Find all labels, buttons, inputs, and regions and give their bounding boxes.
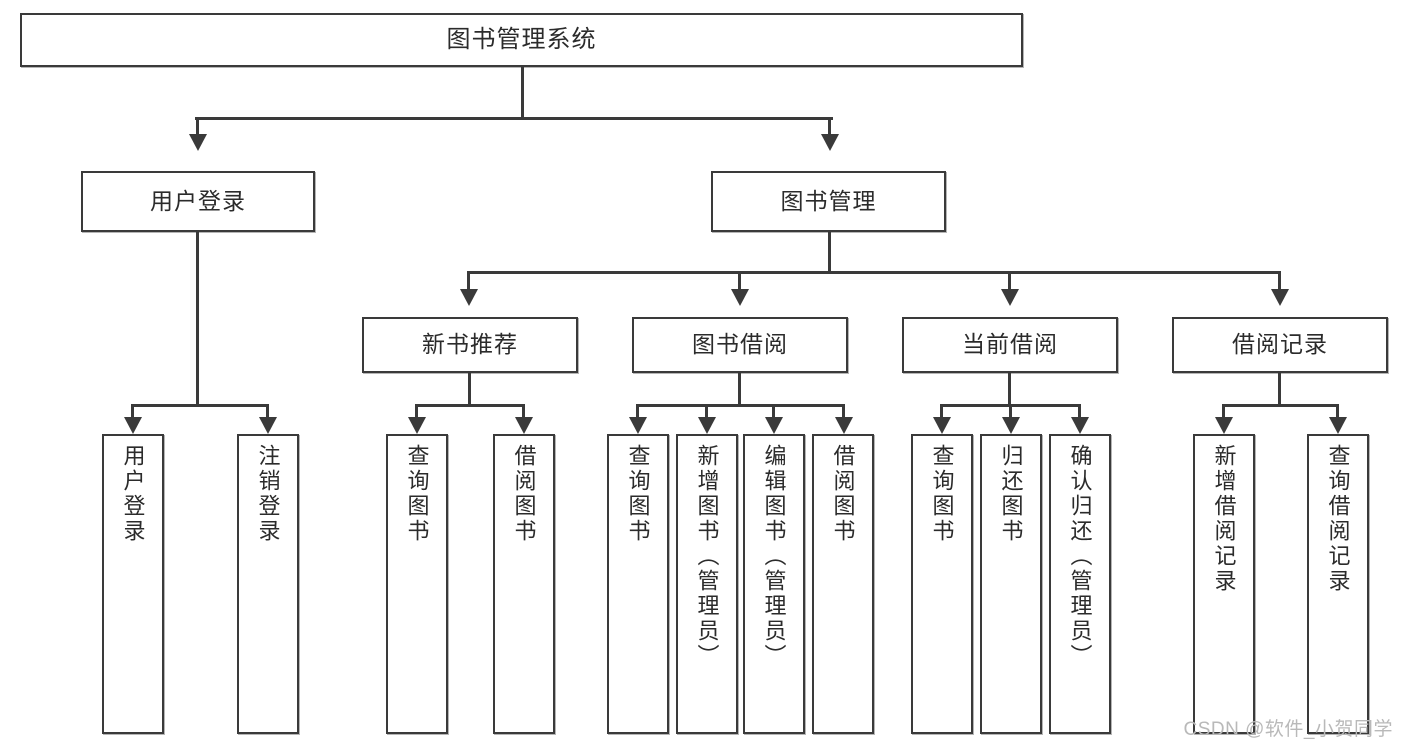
node-root-book-management-system[interactable]: 图书管理系统 bbox=[20, 13, 1023, 67]
leaf-cb-query-book[interactable]: 查询图书 bbox=[911, 434, 973, 734]
connector-to-borrow-record bbox=[1278, 271, 1281, 295]
connector-br-leaf1 bbox=[1222, 404, 1225, 422]
connector-cb-leaf2 bbox=[1009, 404, 1012, 422]
connector-root-drop bbox=[521, 67, 524, 118]
connector-book-borrow-drop bbox=[738, 373, 741, 406]
node-label: 注销登录 bbox=[255, 444, 281, 544]
node-book-management[interactable]: 图书管理 bbox=[711, 171, 946, 232]
connector-user-login-leaf2 bbox=[266, 404, 269, 422]
node-label: 新增借阅记录 bbox=[1211, 444, 1237, 594]
arrow-cb-leaf1 bbox=[933, 417, 951, 434]
node-label: 借阅图书 bbox=[830, 444, 856, 544]
leaf-cb-confirm-return-admin[interactable]: 确认归还（管理员） bbox=[1049, 434, 1111, 734]
node-borrow-record[interactable]: 借阅记录 bbox=[1172, 317, 1388, 373]
node-label: 新书推荐 bbox=[422, 331, 518, 358]
node-user-login[interactable]: 用户登录 bbox=[81, 171, 315, 232]
arrow-nbr-leaf2 bbox=[515, 417, 533, 434]
connector-new-book-recommend-drop bbox=[468, 373, 471, 406]
node-label: 图书管理系统 bbox=[446, 25, 597, 53]
node-label: 借阅图书 bbox=[511, 444, 537, 544]
connector-cb-leaf1 bbox=[940, 404, 943, 422]
arrow-bb-leaf4 bbox=[835, 417, 853, 434]
node-label: 当前借阅 bbox=[962, 331, 1058, 358]
node-label: 查询图书 bbox=[404, 444, 430, 544]
arrow-to-borrow-record bbox=[1271, 289, 1289, 306]
arrow-root-to-book-management bbox=[821, 134, 839, 151]
node-label: 确认归还（管理员） bbox=[1067, 444, 1093, 669]
leaf-bb-borrow-book[interactable]: 借阅图书 bbox=[812, 434, 874, 734]
arrow-bb-leaf2 bbox=[698, 417, 716, 434]
connector-current-borrow-drop bbox=[1008, 373, 1011, 406]
arrow-user-login-leaf2 bbox=[259, 417, 277, 434]
node-label: 查询借阅记录 bbox=[1325, 444, 1351, 594]
arrow-to-book-borrow bbox=[731, 289, 749, 306]
node-book-borrow[interactable]: 图书借阅 bbox=[632, 317, 848, 373]
connector-to-new-book-recommend bbox=[467, 271, 470, 295]
node-label: 归还图书 bbox=[998, 444, 1024, 544]
node-label: 图书管理 bbox=[780, 187, 877, 214]
arrow-user-login-leaf1 bbox=[124, 417, 142, 434]
connector-user-login-leaf1 bbox=[131, 404, 134, 422]
node-label: 用户登录 bbox=[150, 187, 246, 214]
connector-root-bus bbox=[195, 117, 833, 120]
connector-user-login-bus bbox=[131, 404, 268, 407]
node-label: 借阅记录 bbox=[1232, 331, 1328, 358]
node-current-borrow[interactable]: 当前借阅 bbox=[902, 317, 1118, 373]
node-label: 图书借阅 bbox=[692, 331, 788, 358]
connector-book-management-drop bbox=[828, 232, 831, 272]
connector-root-to-book-management bbox=[828, 117, 831, 140]
leaf-bb-add-book-admin[interactable]: 新增图书（管理员） bbox=[676, 434, 738, 734]
arrow-bb-leaf3 bbox=[765, 417, 783, 434]
arrow-br-leaf2 bbox=[1329, 417, 1347, 434]
connector-to-current-borrow bbox=[1008, 271, 1011, 295]
connector-borrow-record-drop bbox=[1278, 373, 1281, 406]
connector-bb-leaf2 bbox=[705, 404, 708, 422]
arrow-nbr-leaf1 bbox=[408, 417, 426, 434]
arrow-cb-leaf2 bbox=[1002, 417, 1020, 434]
leaf-bb-edit-book-admin[interactable]: 编辑图书（管理员） bbox=[743, 434, 805, 734]
arrow-to-current-borrow bbox=[1001, 289, 1019, 306]
leaf-br-query-record[interactable]: 查询借阅记录 bbox=[1307, 434, 1369, 734]
node-label: 查询图书 bbox=[929, 444, 955, 544]
node-new-book-recommend[interactable]: 新书推荐 bbox=[362, 317, 578, 373]
connector-book-borrow-bus bbox=[636, 404, 845, 407]
connector-borrow-record-bus bbox=[1222, 404, 1339, 407]
connector-to-book-borrow bbox=[738, 271, 741, 295]
leaf-bb-query-book[interactable]: 查询图书 bbox=[607, 434, 669, 734]
connector-user-login-drop bbox=[196, 232, 199, 406]
connector-br-leaf2 bbox=[1336, 404, 1339, 422]
leaf-user-login-login[interactable]: 用户登录 bbox=[102, 434, 164, 734]
leaf-nbr-query-book[interactable]: 查询图书 bbox=[386, 434, 448, 734]
connector-new-book-recommend-bus bbox=[415, 404, 525, 407]
node-label: 新增图书（管理员） bbox=[694, 444, 720, 669]
csdn-watermark: CSDN @软件_小贺同学 bbox=[1183, 719, 1393, 740]
connector-nbr-leaf2 bbox=[522, 404, 525, 422]
arrow-br-leaf1 bbox=[1215, 417, 1233, 434]
connector-nbr-leaf1 bbox=[415, 404, 418, 422]
leaf-br-add-record[interactable]: 新增借阅记录 bbox=[1193, 434, 1255, 734]
node-label: 查询图书 bbox=[625, 444, 651, 544]
connector-cb-leaf3 bbox=[1078, 404, 1081, 422]
arrow-to-new-book-recommend bbox=[460, 289, 478, 306]
leaf-nbr-borrow-book[interactable]: 借阅图书 bbox=[493, 434, 555, 734]
arrow-bb-leaf1 bbox=[629, 417, 647, 434]
connector-level3-bus bbox=[467, 271, 1281, 274]
node-label: 编辑图书（管理员） bbox=[761, 444, 787, 669]
connector-bb-leaf4 bbox=[842, 404, 845, 422]
connector-bb-leaf3 bbox=[772, 404, 775, 422]
node-label: 用户登录 bbox=[120, 444, 146, 544]
connector-root-to-user-login bbox=[196, 117, 199, 140]
leaf-user-login-logout[interactable]: 注销登录 bbox=[237, 434, 299, 734]
arrow-cb-leaf3 bbox=[1071, 417, 1089, 434]
connector-bb-leaf1 bbox=[636, 404, 639, 422]
arrow-root-to-user-login bbox=[189, 134, 207, 151]
leaf-cb-return-book[interactable]: 归还图书 bbox=[980, 434, 1042, 734]
